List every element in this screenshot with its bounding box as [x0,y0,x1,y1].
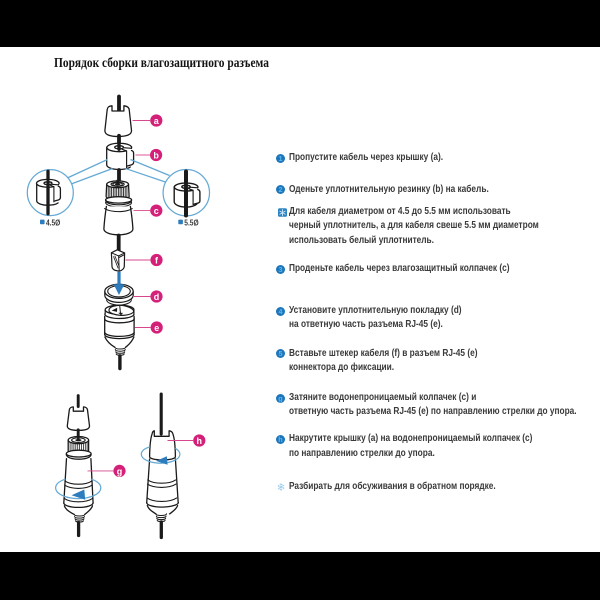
svg-text:4.5Ø: 4.5Ø [46,218,60,227]
svg-text:5.5Ø: 5.5Ø [184,218,198,227]
svg-text:4: 4 [278,307,282,316]
svg-text:e: e [154,323,159,333]
svg-text:h: h [278,435,282,444]
svg-text:a: a [154,116,160,126]
svg-text:c: c [154,206,159,216]
svg-text:d: d [154,292,160,302]
svg-text:2: 2 [278,185,282,194]
svg-text:3: 3 [278,265,282,274]
svg-text:g: g [278,394,282,403]
svg-text:h: h [197,436,203,446]
svg-text:f: f [155,255,159,265]
svg-text:g: g [117,466,123,476]
svg-text:1: 1 [278,154,282,163]
svg-text:b: b [153,150,159,160]
svg-text:5: 5 [278,349,282,358]
